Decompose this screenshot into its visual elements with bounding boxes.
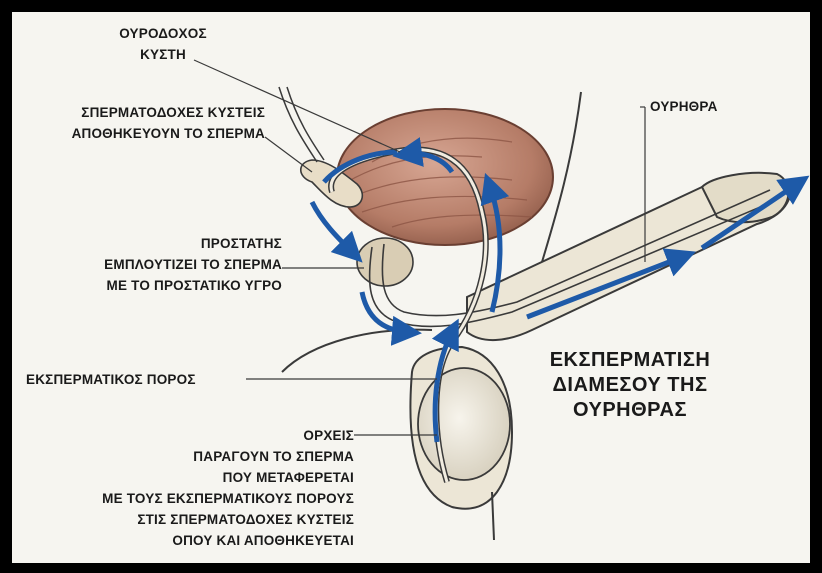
flow-arrow-to-urethra: [362, 292, 407, 332]
ejaculation-label-line-1: ΕΚΣΠΕΡΜΑΤΙΣΗ: [540, 348, 720, 373]
testes-label-line-3: ΠΟΥ ΜΕΤΑΦΕΡΕΤΑΙ: [12, 467, 354, 488]
vas-label-text: ΕΚΣΠΕΡΜΑΤΙΚΟΣ ΠΟΡΟΣ: [26, 369, 196, 390]
label-seminal-vesicles: ΣΠΕΡΜΑΤΟΔΟΧΕΣ ΚΥΣΤΕΙΣ ΑΠΟΘΗΚΕΥΟΥΝ ΤΟ ΣΠΕ…: [20, 102, 265, 144]
testes-label-line-5: ΣΤΙΣ ΣΠΕΡΜΑΤΟΔΟΧΕΣ ΚΥΣΤΕΙΣ: [12, 509, 354, 530]
testes-label-line-2: ΠΑΡΑΓΟΥΝ ΤΟ ΣΠΕΡΜΑ: [12, 446, 354, 467]
leg-line: [492, 492, 494, 540]
label-ejaculation: ΕΚΣΠΕΡΜΑΤΙΣΗ ΔΙΑΜΕΣΟΥ ΤΗΣ ΟΥΡΗΘΡΑΣ: [540, 348, 720, 423]
label-vas-deferens: ΕΚΣΠΕΡΜΑΤΙΚΟΣ ΠΟΡΟΣ: [26, 369, 196, 390]
flow-arrow-down-prostate: [312, 202, 352, 252]
bladder-label-line-1: ΟΥΡΟΔΟΧΟΣ: [108, 23, 218, 44]
prostate-label-line-2: ΕΜΠΛΟΥΤΙΖΕΙ ΤΟ ΣΠΕΡΜΑ: [67, 254, 282, 275]
urethra-label-text: ΟΥΡΗΘΡΑ: [650, 96, 718, 117]
ejaculation-label-line-2: ΔΙΑΜΕΣΟΥ ΤΗΣ: [540, 373, 720, 398]
testes-label-line-6: ΟΠΟΥ ΚΑΙ ΑΠΟΘΗΚΕΥΕΤΑΙ: [12, 530, 354, 551]
prostate-label-line-3: ΜΕ ΤΟ ΠΡΟΣΤΑΤΙΚΟ ΥΓΡΟ: [67, 275, 282, 296]
prostate-label-line-1: ΠΡΟΣΤΑΤΗΣ: [67, 233, 282, 254]
label-prostate: ΠΡΟΣΤΑΤΗΣ ΕΜΠΛΟΥΤΙΖΕΙ ΤΟ ΣΠΕΡΜΑ ΜΕ ΤΟ ΠΡ…: [67, 233, 282, 296]
testes-label-line-4: ΜΕ ΤΟΥΣ ΕΚΣΠΕΡΜΑΤΙΚΟΥΣ ΠΟΡΟΥΣ: [12, 488, 354, 509]
testis: [418, 368, 510, 480]
ureter: [279, 87, 317, 162]
thigh-outline: [282, 330, 432, 372]
bladder-label-line-2: ΚΥΣΤΗ: [108, 44, 218, 65]
seminal-label-line-1: ΣΠΕΡΜΑΤΟΔΟΧΕΣ ΚΥΣΤΕΙΣ: [20, 102, 265, 123]
ejaculation-label-line-3: ΟΥΡΗΘΡΑΣ: [540, 398, 720, 423]
label-bladder: ΟΥΡΟΔΟΧΟΣ ΚΥΣΤΗ: [108, 23, 218, 65]
testes-label-line-1: ΟΡΧΕΙΣ: [12, 425, 354, 446]
seminal-label-line-2: ΑΠΟΘΗΚΕΥΟΥΝ ΤΟ ΣΠΕΡΜΑ: [20, 123, 265, 144]
prostate-gland: [357, 238, 413, 286]
label-urethra: ΟΥΡΗΘΡΑ: [650, 96, 718, 117]
diagram-panel: ΟΥΡΟΔΟΧΟΣ ΚΥΣΤΗ ΣΠΕΡΜΑΤΟΔΟΧΕΣ ΚΥΣΤΕΙΣ ΑΠ…: [12, 12, 810, 563]
label-testes: ΟΡΧΕΙΣ ΠΑΡΑΓΟΥΝ ΤΟ ΣΠΕΡΜΑ ΠΟΥ ΜΕΤΑΦΕΡΕΤΑ…: [12, 425, 354, 551]
